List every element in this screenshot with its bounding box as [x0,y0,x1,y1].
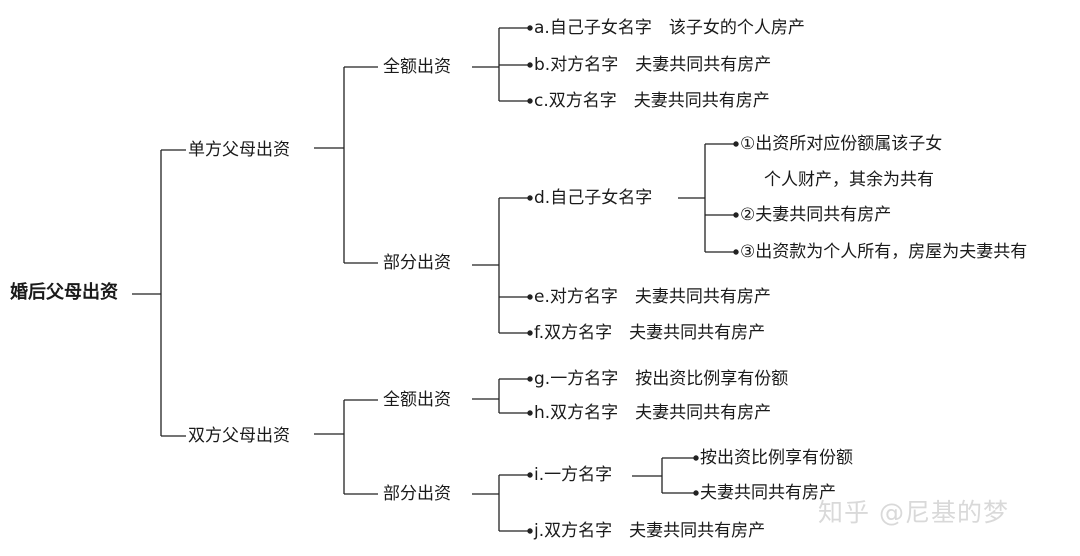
connector-dot [527,472,533,478]
connector-dot [733,141,739,147]
leaf-d1-line2: 个人财产，其余为共有 [764,170,934,190]
watermark: 知乎 @尼基的梦 [818,498,1009,527]
connector-dot [527,528,533,534]
connector-dot [527,410,533,416]
connector-dot [693,490,699,496]
connector-dot [733,249,739,255]
connector-dot [527,98,533,104]
leaf-e: e.对方名字 夫妻共同共有房产 [534,287,771,307]
connector-dot [527,25,533,31]
node-both-partial: 部分出资 [383,484,451,504]
leaf-j: j.双方名字 夫妻共同共有房产 [534,521,766,541]
node-i: i.一方名字 [534,465,613,485]
leaf-i2: 夫妻共同共有房产 [700,483,836,503]
connector-dot [527,62,533,68]
node-d: d.自己子女名字 [534,188,653,208]
leaf-d3: ③出资款为个人所有，房屋为夫妻共有 [740,242,1028,262]
node-both-parents: 双方父母出资 [188,426,290,446]
leaf-b: b.对方名字 夫妻共同共有房产 [534,55,772,75]
connector-dot [693,455,699,461]
leaf-d2: ②夫妻共同共有房产 [740,205,892,225]
root-node: 婚后父母出资 [10,282,118,303]
connector-dot [527,195,533,201]
connector-dot [527,294,533,300]
leaf-f: f.双方名字 夫妻共同共有房产 [534,323,766,343]
leaf-c: c.双方名字 夫妻共同共有房产 [534,91,770,111]
connector-dot [527,376,533,382]
leaf-a: a.自己子女名字 该子女的个人房产 [534,18,805,38]
node-single-parent: 单方父母出资 [188,140,290,160]
node-both-full: 全额出资 [383,390,451,410]
leaf-g: g.一方名字 按出资比例享有份额 [534,369,789,389]
connector-dot [733,212,739,218]
leaf-i1: 按出资比例享有份额 [700,448,853,468]
leaf-d1-line1: ①出资所对应份额属该子女 [740,134,943,154]
connector-dot [527,330,533,336]
leaf-h: h.双方名字 夫妻共同共有房产 [534,403,772,423]
node-single-partial: 部分出资 [383,253,451,273]
node-single-full: 全额出资 [383,57,451,77]
